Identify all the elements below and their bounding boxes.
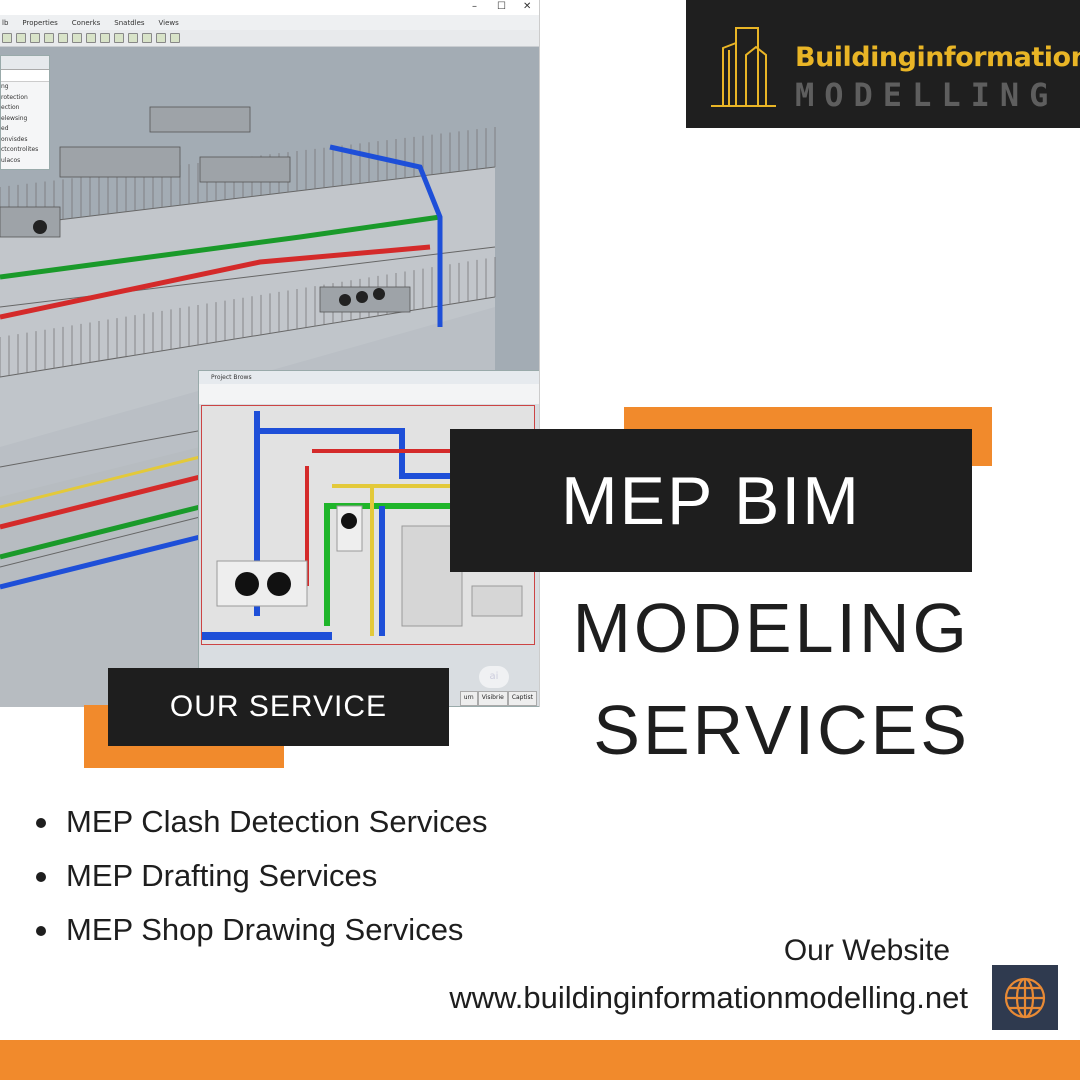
menu-bar: lb Properties Conerks Snatdles Views [0,15,539,30]
section-label-box: OUR SERVICE [108,668,449,746]
tool-icon[interactable] [100,33,110,43]
service-item: MEP Clash Detection Services [36,800,488,854]
mep-detail-view [201,405,535,645]
ai-badge: ai [479,666,509,688]
tool-icon[interactable] [156,33,166,43]
service-item: MEP Shop Drawing Services [36,908,488,962]
menu-item-snatdles[interactable]: Snatdles [114,18,145,27]
bim-software-screenshot: – ☐ ✕ lb Properties Conerks Snatdles Vie… [0,0,540,707]
panel-item[interactable]: rotection [1,93,28,101]
website-url[interactable]: www.buildinginformationmodelling.net [449,980,968,1015]
panel-item[interactable]: ulacos [1,156,21,164]
panel-item[interactable]: onvisdes [1,135,28,143]
headline-line3: SERVICES [593,691,970,769]
service-item: MEP Drafting Services [36,854,488,908]
headline-box: MEP BIM [450,429,972,572]
tab-caption[interactable]: Captist [507,691,537,706]
tool-icon[interactable] [142,33,152,43]
tab-visibility[interactable]: Visibrie [477,691,508,706]
maximize-button[interactable]: ☐ [497,1,506,12]
panel-search-input[interactable] [1,70,49,82]
tool-icon[interactable] [2,33,12,43]
menu-item-conerks[interactable]: Conerks [71,18,101,27]
headline-line1: MEP BIM [561,462,861,539]
tab[interactable]: urn [459,691,478,706]
services-list: MEP Clash Detection Services MEP Draftin… [36,800,488,962]
headline-line2: MODELING [572,589,970,667]
tool-icon[interactable] [30,33,40,43]
globe-icon[interactable] [992,965,1058,1030]
building-logo-icon [711,27,776,107]
website-label: Our Website [783,934,950,967]
panel-item[interactable]: ng [1,83,9,90]
tool-icon[interactable] [16,33,26,43]
menu-item-views[interactable]: Views [158,18,179,27]
properties-panel: ng rotection ection elewsing ed onvisdes… [0,55,50,170]
tool-icon[interactable] [128,33,138,43]
panel-item[interactable]: ection [1,104,20,111]
tool-icon[interactable] [44,33,54,43]
menu-item-properties[interactable]: Properties [22,18,58,27]
tool-icon[interactable] [72,33,82,43]
project-browser-toolbar [199,384,539,404]
bottom-accent-bar [0,1040,1080,1080]
logo-text-top: Buildinginformation [795,42,1080,73]
menu-item[interactable]: lb [2,18,9,27]
panel-item[interactable]: elewsing [1,114,28,122]
tool-icon[interactable] [170,33,180,43]
panel-item[interactable]: ctcontrolites [1,146,39,153]
tool-icon[interactable] [58,33,68,43]
tool-icon[interactable] [114,33,124,43]
minimize-button[interactable]: – [472,1,477,12]
toolbar [0,30,539,47]
project-browser-tabs: urn Visibrie Captist [459,691,537,706]
tool-icon[interactable] [86,33,96,43]
project-browser-title: Project Brows [199,371,539,384]
panel-item[interactable]: ed [1,125,9,132]
company-logo: Buildinginformation MODELLING [686,0,1080,128]
logo-text-bottom: MODELLING [795,76,1059,114]
section-label: OUR SERVICE [169,690,388,723]
window-title-bar: – ☐ ✕ [0,0,539,15]
close-button[interactable]: ✕ [523,1,532,12]
